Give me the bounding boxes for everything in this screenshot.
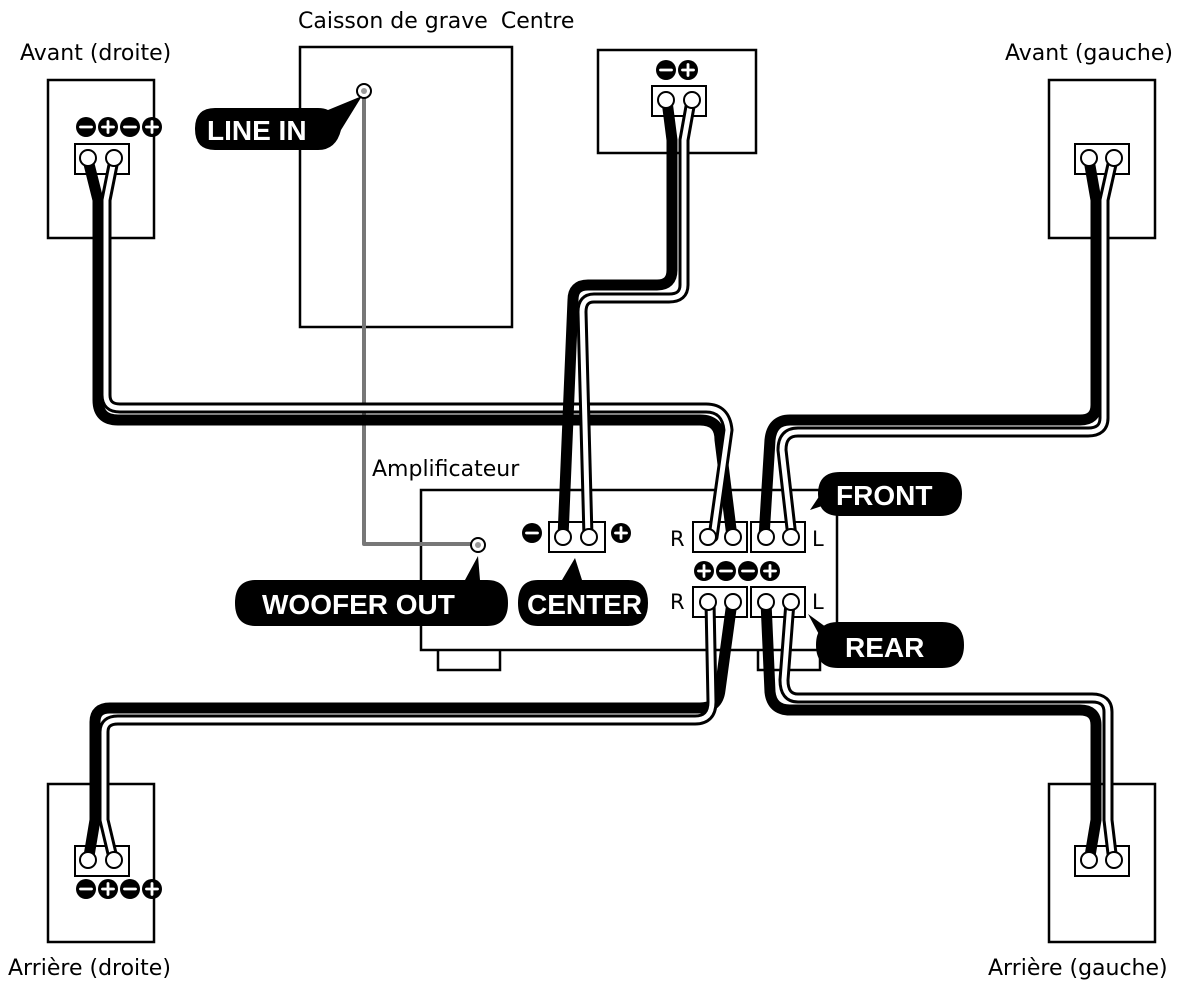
amplifier-label: Amplificateur [372,457,520,482]
line-in-callout: LINE IN [195,96,362,150]
center-callout: CENTER [518,558,648,626]
line-in-jack [356,83,372,99]
rear-left-channel-letter: L [812,590,824,614]
front-right-polarity-plus-icon [142,117,162,137]
rear-right-wires [82,596,738,868]
svg-text:CENTER: CENTER [527,589,642,620]
rear-right-channel-letter: R [670,590,685,614]
amp-center-plus-icon [611,523,631,543]
subwoofer-center-title: Caisson de grave Centre [298,9,574,34]
amp-rear-polarity-plus-icon [760,561,780,581]
rear-right-polarity-minus-icon [120,879,140,899]
front-right-label: Avant (droite) [20,41,171,66]
terminal-screws [79,91,1123,869]
subwoofer-box [298,45,514,329]
polarity-symbols [76,60,780,899]
front-right-wires [82,154,738,543]
rear-right-label: Arrière (droite) [8,956,171,981]
rear-left-wires [760,596,1119,868]
amplifier-feet-left [436,646,502,672]
subwoofer-label: Caisson de grave [298,9,488,34]
front-left-channel-letter: L [812,527,824,551]
center-label: Centre [501,9,575,34]
front-right-channel-letter: R [670,527,685,551]
svg-text:REAR: REAR [845,632,924,663]
front-right-polarity-plus-icon [98,117,118,137]
amp-rear-polarity-minus-icon [738,561,758,581]
front-callout: FRONT [810,472,962,516]
subwoofer-signal-cable [362,93,476,546]
woofer-out-callout: WOOFER OUT [235,556,508,626]
front-right-polarity-minus-icon [76,117,96,137]
svg-text:LINE IN: LINE IN [207,115,307,146]
amp-center-minus-icon [522,523,542,543]
rear-left-label: Arrière (gauche) [988,956,1168,981]
rear-right-polarity-minus-icon [76,879,96,899]
woofer-out-jack [470,537,486,553]
svg-text:WOOFER OUT: WOOFER OUT [262,589,455,620]
front-right-polarity-minus-icon [120,117,140,137]
rear-right-polarity-plus-icon [98,879,118,899]
rear-callout: REAR [808,614,964,668]
front-left-wires [758,154,1119,543]
center-speaker-polarity-minus-icon [656,60,676,80]
center-wires [557,95,697,543]
amp-rear-polarity-minus-icon [716,561,736,581]
front-left-label: Avant (gauche) [1005,41,1173,66]
rear-right-polarity-plus-icon [142,879,162,899]
center-speaker-polarity-plus-icon [678,60,698,80]
amp-rear-polarity-plus-icon [694,561,714,581]
svg-text:FRONT: FRONT [836,480,932,511]
